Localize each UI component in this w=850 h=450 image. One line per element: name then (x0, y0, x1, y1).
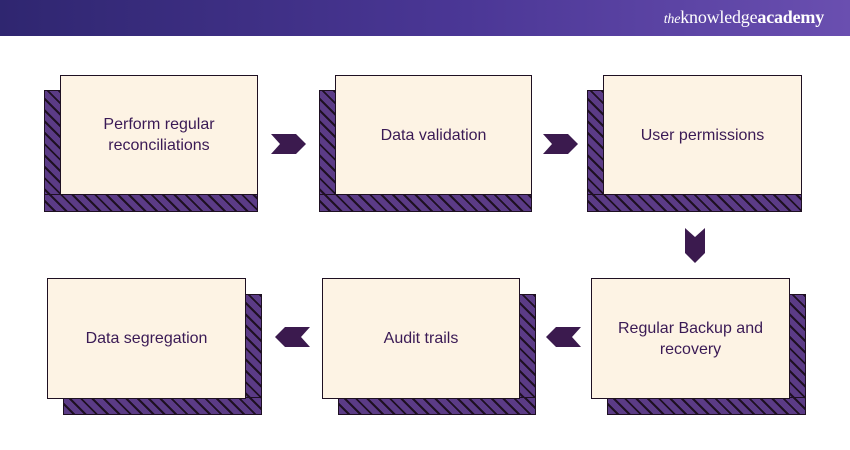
box-shadow-left (44, 90, 62, 212)
box-shadow-right (244, 294, 262, 415)
step-label: Data validation (380, 126, 487, 144)
step-label: Data segregation (85, 330, 208, 347)
brand-the: the (663, 12, 681, 27)
arrow-left-icon (275, 327, 310, 347)
box-shadow-bottom (44, 194, 258, 212)
step-regular-backup-and-recovery: Regular Backup and recovery (591, 278, 790, 399)
arrow-right-icon (543, 134, 578, 154)
box-shadow-bottom (63, 397, 262, 415)
step-audit-trails: Audit trails (322, 278, 520, 399)
box-shadow-bottom (338, 397, 536, 415)
box-shadow-bottom (607, 397, 806, 415)
box-shadow-bottom (587, 194, 802, 212)
brand-academy: academy (757, 7, 824, 27)
step-label: Regular Backup and recovery (618, 319, 763, 358)
step-data-segregation: Data segregation (47, 278, 246, 399)
arrow-right-icon (271, 134, 306, 154)
arrow-down-icon (685, 228, 705, 263)
step-label: User permissions (640, 126, 765, 144)
brand-logo: theknowledgeacademy (664, 7, 824, 28)
arrow-left-icon (546, 327, 581, 347)
step-label: Audit trails (383, 330, 459, 347)
step-perform-regular-reconciliations: Perform regular reconciliations (60, 75, 258, 195)
box-shadow-bottom (319, 194, 532, 212)
brand-knowledge: knowledge (680, 7, 758, 27)
box-shadow-right (788, 294, 806, 415)
step-data-validation: Data validation (335, 75, 532, 195)
header-bar: theknowledgeacademy (0, 0, 850, 36)
step-label: Perform regular reconciliations (103, 116, 215, 154)
step-user-permissions: User permissions (603, 75, 802, 195)
